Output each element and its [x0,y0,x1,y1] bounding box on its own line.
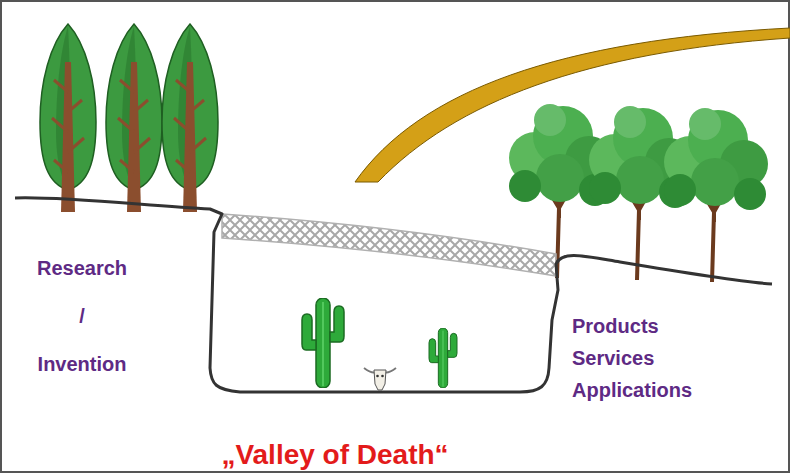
left-trees [40,24,218,212]
terrain-outline [15,198,772,392]
stage-label: Products Services Applications [572,310,692,406]
title-label: „Valley of Death“ [130,440,540,470]
stage-label: Research / Invention [37,244,127,388]
bridge [222,214,556,276]
skull [364,368,396,390]
